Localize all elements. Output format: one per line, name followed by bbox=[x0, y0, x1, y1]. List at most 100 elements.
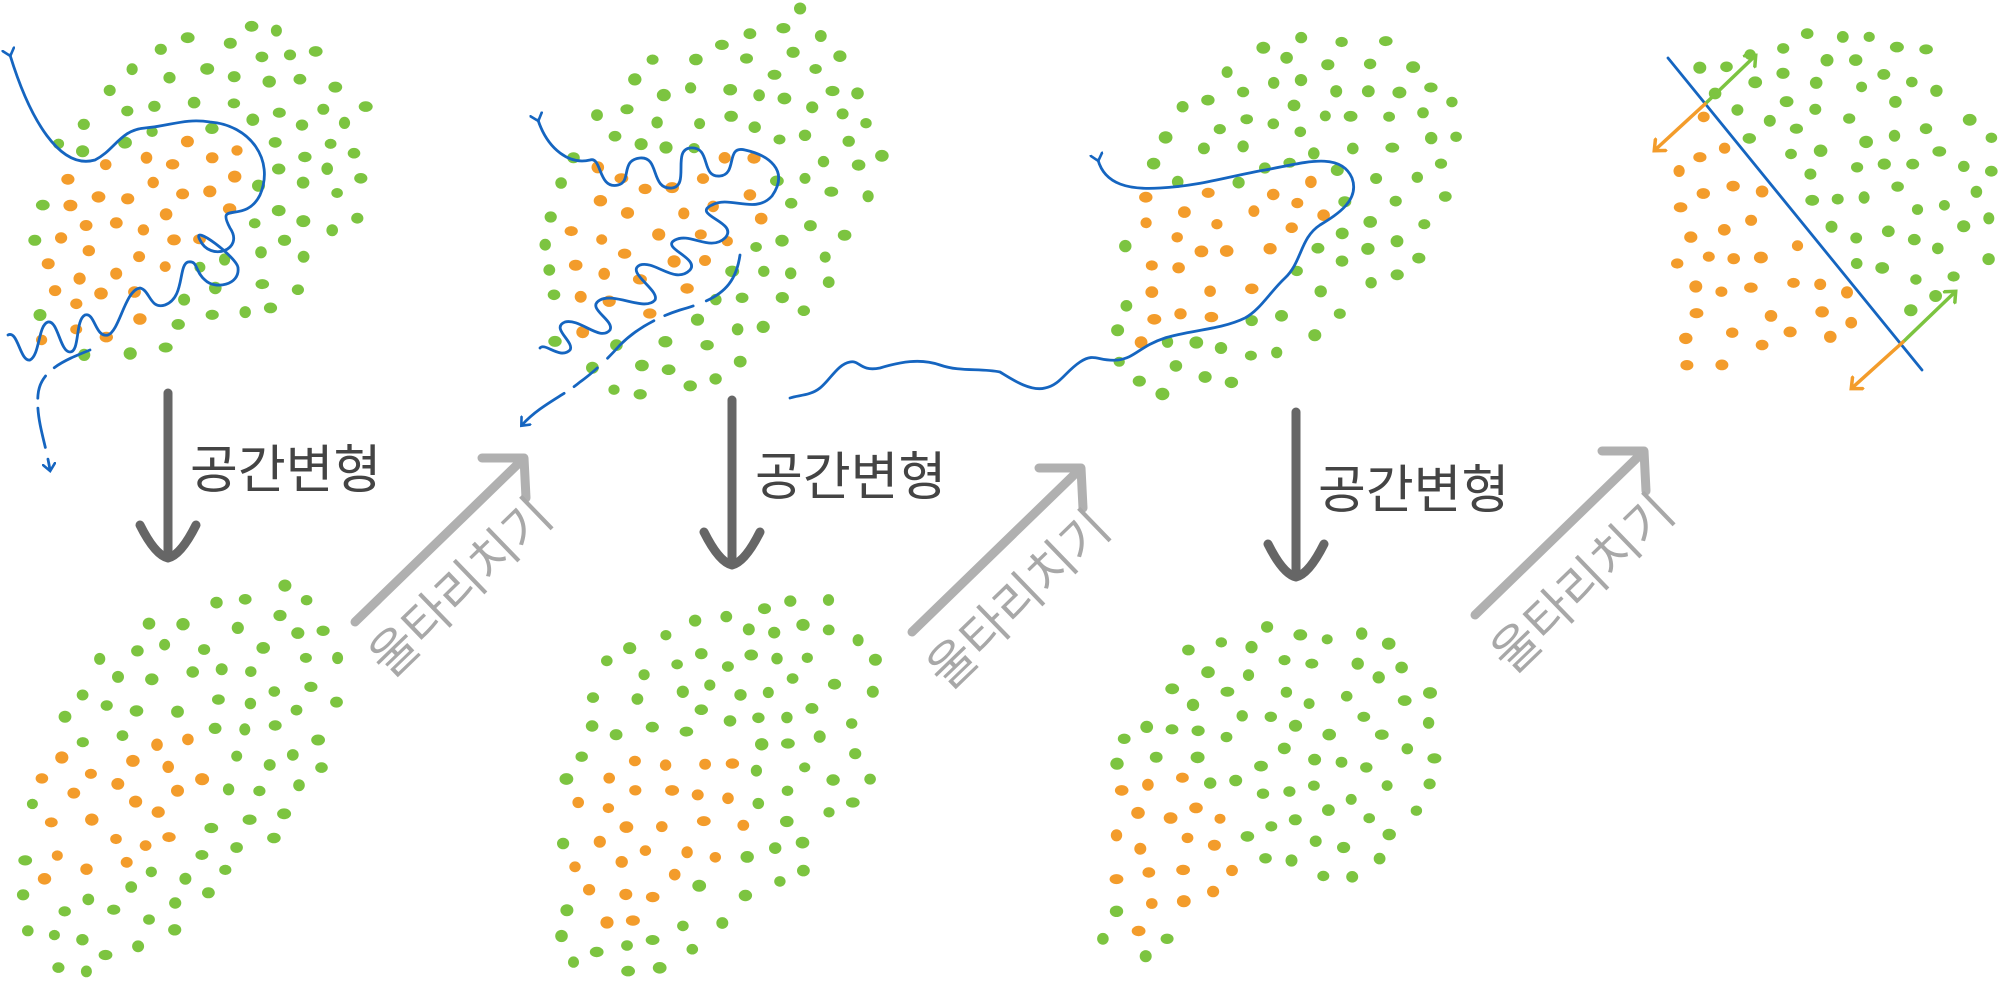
data-point-orange bbox=[182, 733, 194, 746]
panel-transformed-view-1 bbox=[16, 579, 344, 978]
data-point-orange bbox=[176, 188, 190, 200]
data-point-green bbox=[1268, 76, 1280, 89]
data-point-green bbox=[543, 264, 556, 276]
data-point-green bbox=[1308, 780, 1320, 791]
data-point-green bbox=[1267, 118, 1280, 130]
data-point-orange bbox=[1755, 185, 1769, 198]
decision-boundary-4 bbox=[1666, 56, 1924, 372]
data-point-green bbox=[1929, 290, 1942, 302]
data-point-orange bbox=[628, 755, 641, 767]
data-point-green bbox=[586, 692, 600, 703]
data-point-green bbox=[694, 118, 706, 130]
data-point-green bbox=[293, 779, 305, 792]
data-point-green bbox=[723, 84, 738, 96]
data-point-green bbox=[1906, 158, 1920, 170]
data-point-orange bbox=[85, 813, 99, 826]
data-point-green bbox=[331, 188, 343, 198]
data-point-green bbox=[263, 302, 278, 314]
data-point-green bbox=[692, 879, 707, 892]
data-point-green bbox=[1904, 304, 1918, 317]
data-point-orange bbox=[139, 840, 152, 851]
data-point-green bbox=[1748, 76, 1763, 89]
data-point-green bbox=[731, 323, 744, 336]
data-point-orange bbox=[1726, 180, 1740, 192]
data-point-green bbox=[171, 319, 185, 330]
data-point-green bbox=[297, 250, 310, 263]
data-point-orange bbox=[203, 185, 217, 198]
data-point-orange bbox=[73, 272, 86, 285]
data-point-green bbox=[1382, 828, 1396, 841]
data-point-green bbox=[1958, 160, 1970, 172]
data-point-orange bbox=[1214, 813, 1226, 824]
data-point-orange bbox=[82, 245, 96, 257]
panel-transformed-space-2 bbox=[1111, 31, 1462, 401]
data-point-green bbox=[268, 686, 281, 697]
data-point-green bbox=[1836, 31, 1849, 43]
data-point-orange bbox=[743, 189, 757, 201]
data-point-orange bbox=[120, 856, 133, 868]
data-point-green bbox=[76, 934, 89, 946]
data-point-green bbox=[1418, 219, 1431, 230]
data-point-green bbox=[1889, 41, 1904, 53]
data-point-green bbox=[219, 864, 232, 876]
data-point-green bbox=[875, 149, 889, 162]
data-point-green bbox=[690, 313, 705, 326]
data-point-green bbox=[1423, 778, 1436, 790]
data-point-green bbox=[677, 920, 689, 932]
data-point-green bbox=[351, 212, 364, 224]
data-point-green bbox=[716, 917, 729, 929]
data-point-orange bbox=[1715, 286, 1728, 297]
data-point-green bbox=[100, 700, 113, 711]
data-point-orange bbox=[718, 152, 731, 164]
data-point-green bbox=[1911, 204, 1924, 215]
data-point-green bbox=[1288, 719, 1303, 732]
data-point-green bbox=[121, 105, 134, 117]
data-point-orange bbox=[583, 884, 596, 896]
data-point-green bbox=[1374, 729, 1389, 740]
data-point-green bbox=[1982, 253, 1995, 266]
data-point-green bbox=[255, 246, 267, 259]
data-point-green bbox=[1119, 239, 1132, 253]
data-point-green bbox=[1849, 54, 1863, 66]
data-point-green bbox=[1361, 85, 1375, 98]
data-point-green bbox=[48, 929, 60, 941]
data-point-green bbox=[267, 832, 281, 844]
data-point-green bbox=[775, 292, 789, 304]
data-point-green bbox=[1831, 193, 1844, 205]
transform-label-2: 공간변형 bbox=[755, 448, 946, 508]
data-point-green bbox=[290, 704, 303, 716]
data-point-green bbox=[219, 253, 231, 266]
data-point-green bbox=[1229, 774, 1243, 787]
data-point-green bbox=[851, 87, 864, 100]
data-point-green bbox=[1189, 336, 1204, 349]
data-point-orange bbox=[1174, 308, 1187, 320]
data-point-orange bbox=[110, 833, 122, 845]
decision-boundary-3 bbox=[788, 160, 1356, 400]
data-point-green bbox=[591, 109, 603, 121]
data-point-orange bbox=[1266, 188, 1280, 201]
data-point-green bbox=[315, 762, 328, 773]
data-point-green bbox=[354, 173, 368, 184]
data-point-green bbox=[781, 711, 793, 724]
data-point-green bbox=[1201, 94, 1215, 106]
data-point-orange bbox=[151, 738, 163, 751]
data-point-orange bbox=[659, 759, 672, 771]
data-point-green bbox=[1197, 142, 1210, 155]
data-point-green bbox=[311, 734, 325, 746]
transform-label-1: 공간변형 bbox=[190, 441, 381, 501]
data-point-green bbox=[822, 594, 835, 606]
data-point-green bbox=[35, 199, 50, 211]
data-point-green bbox=[256, 642, 271, 654]
data-point-green bbox=[804, 220, 817, 232]
data-point-orange bbox=[564, 226, 578, 237]
data-point-green bbox=[178, 293, 191, 306]
data-point-green bbox=[752, 797, 765, 810]
data-point-green bbox=[1932, 146, 1947, 157]
data-point-green bbox=[1232, 176, 1245, 189]
data-point-green bbox=[300, 595, 313, 606]
data-point-green bbox=[171, 705, 184, 718]
data-point-orange bbox=[1194, 245, 1209, 258]
data-point-green bbox=[1345, 793, 1357, 805]
data-point-green bbox=[1215, 637, 1228, 648]
data-point-green bbox=[758, 603, 771, 615]
